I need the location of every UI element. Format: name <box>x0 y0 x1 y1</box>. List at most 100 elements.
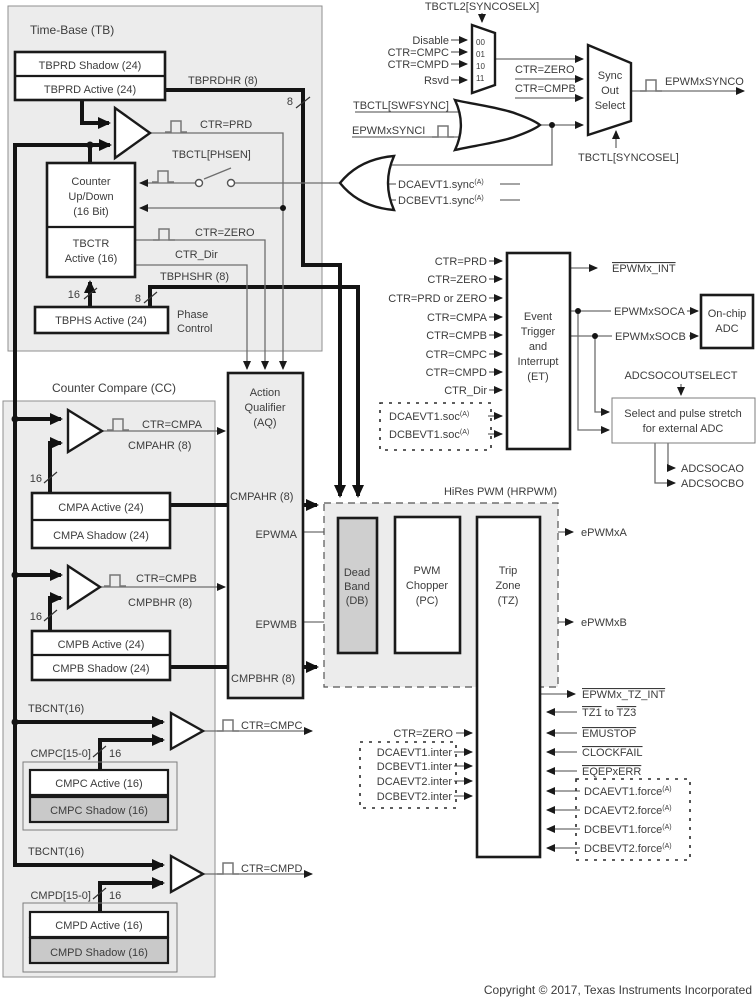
mux-input-rsvd: Rsvd <box>424 75 449 87</box>
pc-label-1: PWM <box>414 565 441 577</box>
tick-16-cmpa <box>43 471 58 484</box>
pc-label-3: (PC) <box>416 595 439 607</box>
tbprdhr-label: TBPRDHR (8) <box>188 75 258 87</box>
tbphshr-label: TBPHSHR (8) <box>160 271 229 283</box>
et-input-ctr-prd: CTR=PRD <box>435 256 487 268</box>
tb-comparator <box>113 105 153 161</box>
cmpd-comparator <box>169 853 206 895</box>
dcaevt1-force-label: DCAEVT1.force(A) <box>584 786 672 798</box>
cmpd-shadow-box <box>28 936 170 965</box>
cmpa-comparator <box>66 407 105 455</box>
et-input-ctr-dir: CTR_Dir <box>444 385 487 397</box>
tbprdhr-bus <box>165 88 346 498</box>
junction-dots <box>11 122 598 726</box>
et-label-5: (ET) <box>527 371 548 383</box>
time-base-title: Time-Base (TB) <box>30 23 114 37</box>
tbphs-box <box>33 305 170 335</box>
cmpb-shadow-label: CMPB Shadow (24) <box>52 663 149 675</box>
action-qualifier-box <box>226 371 305 700</box>
emustop-label: EMUSTOP <box>582 728 636 740</box>
cmpa-active-to-comparator <box>48 437 63 493</box>
tick-16-cmpc <box>92 745 107 758</box>
mux-input-ctr-cmpd: CTR=CMPD <box>388 59 449 71</box>
epwmxa-label: ePWMxA <box>581 527 628 539</box>
tbctr-label-1: TBCTR <box>73 238 110 250</box>
tick-16-cmpb <box>43 609 58 622</box>
tbprd-to-comparator <box>80 100 111 129</box>
adcsocao-line <box>667 443 676 472</box>
tbctl-syncosel-label: TBCTL[SYNCOSEL] <box>578 152 679 164</box>
dcaevt2-force-label: DCAEVT2.force(A) <box>584 805 672 817</box>
dcaevt1-soc-label: DCAEVT1.soc(A) <box>389 411 469 423</box>
dcaevt1-sync-label: DCAEVT1.sync(A) <box>398 179 484 191</box>
tz-label-2: Zone <box>495 580 520 592</box>
tbphshr-bus <box>148 285 364 498</box>
time-base-section: TBPRD Shadow (24) TBPRD Active (24) TBPR… <box>13 50 311 335</box>
ctr-prd-label: CTR=PRD <box>200 119 252 131</box>
copyright-text: Copyright © 2017, Texas Instruments Inco… <box>484 983 752 997</box>
tz-label-1: Trip <box>499 565 518 577</box>
switch-contact-right <box>226 178 236 188</box>
db-label-1: Dead <box>344 567 370 579</box>
cmpc-active-label: CMPC Active (16) <box>55 778 142 790</box>
cmpahr-label: CMPAHR (8) <box>128 440 191 452</box>
cmpd-active-to-comparator <box>98 877 165 912</box>
cmpc-shadow-box <box>28 795 170 824</box>
event-trigger-box <box>505 251 572 451</box>
trip-zone-signals: EPWMx_TZ_INT TZ1 to TZ3 EMUSTOP CLOCKFAI… <box>359 689 691 861</box>
ctr-zero-line <box>135 239 269 370</box>
cmpa-shadow-label: CMPA Shadow (24) <box>53 530 149 542</box>
dcaevt1-inter-label: DCAEVT1.inter <box>377 747 453 759</box>
mux-code-11: 11 <box>476 74 485 83</box>
sync-ctr-zero-label: CTR=ZERO <box>515 64 575 76</box>
mux-code-10: 10 <box>476 62 485 71</box>
epwmx-int-label: EPWMx_INT <box>612 263 676 275</box>
tick-8-phase-label: 8 <box>135 293 141 305</box>
mux-code-00: 00 <box>476 38 485 47</box>
tick-16-cmpb-label: 16 <box>30 611 42 623</box>
pulse-stretch-label-1: Select and pulse stretch <box>624 408 741 420</box>
sync-out-label-1: Sync <box>598 70 623 82</box>
cmpd-outer-box <box>22 902 178 973</box>
et-label-1: Event <box>524 311 552 323</box>
tbcnt-bus <box>13 143 165 871</box>
cmpb-comparator <box>66 563 103 611</box>
cmpd-shadow-label: CMPD Shadow (16) <box>50 947 148 959</box>
counter-label-2: Up/Down <box>68 191 113 203</box>
ctr-dir-line <box>135 264 251 370</box>
pc-label-2: Chopper <box>406 580 449 592</box>
tbprd-shadow-label: TBPRD Shadow (24) <box>39 60 142 72</box>
ctr-cmpb-label: CTR=CMPB <box>136 573 197 585</box>
tz-ctr-zero-label: CTR=ZERO <box>393 728 453 740</box>
mux-code-01: 01 <box>476 50 485 59</box>
inter-inputs-dashed-box <box>359 741 457 809</box>
tick-16-phase-label: 16 <box>68 289 80 301</box>
ctr-cmpa-label: CTR=CMPA <box>142 419 203 431</box>
event-trigger-section: Event Trigger and Interrupt (ET) CTR=PRD… <box>379 251 756 490</box>
cmpd-range-label: CMPD[15-0] <box>30 890 91 902</box>
tbctl-swfsync-label: TBCTL[SWFSYNC] <box>353 100 449 112</box>
counter-label-3: (16 Bit) <box>73 206 108 218</box>
epwmxb-label: ePWMxB <box>581 617 627 629</box>
dead-band-box <box>336 516 379 655</box>
or1-to-or2 <box>392 125 553 166</box>
tb-sync-or-gate <box>338 154 396 212</box>
dcbevt1-inter-label: DCBEVT1.inter <box>377 761 453 773</box>
et-input-ctr-cmpc: CTR=CMPC <box>426 349 487 361</box>
ctr-cmpc-label: CTR=CMPC <box>241 720 302 732</box>
tbphs-active-label: TBPHS Active (24) <box>55 315 147 327</box>
cmpc-active-to-comparator <box>98 734 165 770</box>
tick-8-phase <box>143 291 158 304</box>
cmpa-active-label: CMPA Active (24) <box>58 502 143 514</box>
tbctl2-syncoselx-label: TBCTL2[SYNCOSELX] <box>425 1 539 13</box>
aq-label-1: Action <box>250 387 281 399</box>
aq-label-3: (AQ) <box>253 417 276 429</box>
tz1-to-tz3-label: TZ1 to TZ3 <box>582 707 636 719</box>
cmpb-active-to-comparator <box>48 592 63 631</box>
clockfail-label: CLOCKFAIL <box>582 747 643 759</box>
sync-out-select-mux <box>586 43 633 137</box>
cmpb-active-label: CMPB Active (24) <box>58 639 145 651</box>
dcbevt1-force-label: DCBEVT1.force(A) <box>584 824 672 836</box>
eqepxerr-label: EQEPxERR <box>582 766 641 778</box>
